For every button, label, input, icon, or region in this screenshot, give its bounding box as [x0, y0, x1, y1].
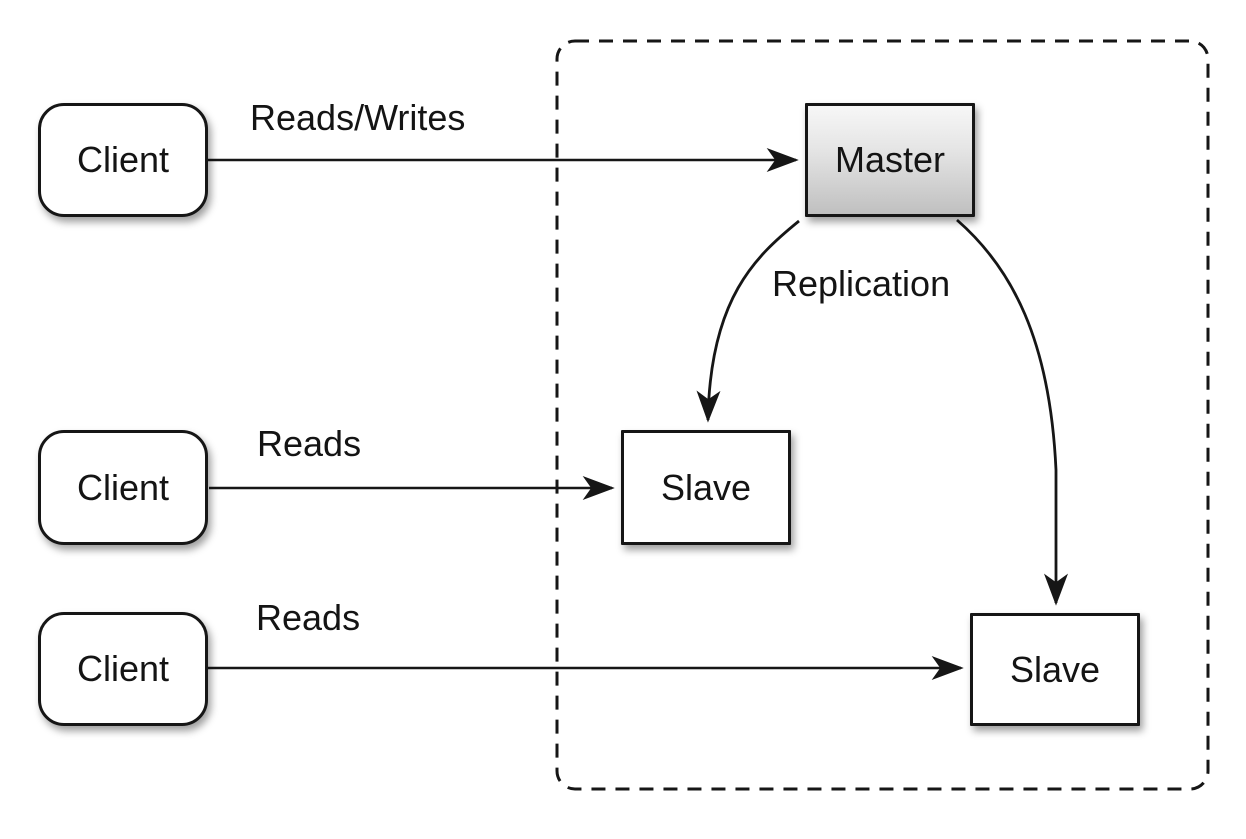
edge-replication-left-arrow	[696, 219, 800, 423]
node-client-bottom: Client	[38, 612, 208, 726]
node-master: Master	[805, 103, 975, 217]
edge-label-reads-bottom: Reads	[256, 597, 361, 638]
edge-label-reads-writes: Reads/Writes	[250, 97, 466, 138]
node-client-top: Client	[38, 103, 208, 217]
edge-label-reads-middle: Reads	[257, 423, 362, 464]
node-slave-left-label: Slave	[660, 466, 752, 508]
node-master-label: Master	[834, 139, 946, 180]
node-slave-right: Slave	[970, 613, 1140, 726]
node-client-top-label: Client	[76, 139, 170, 180]
node-client-middle-label: Client	[76, 466, 170, 508]
cluster-dashed-boundary	[555, 39, 1210, 791]
edge-label-replication: Replication	[772, 263, 951, 304]
node-client-middle: Client	[38, 430, 208, 545]
node-slave-left: Slave	[621, 430, 791, 545]
node-client-bottom-label: Client	[76, 648, 170, 689]
node-slave-right-label: Slave	[1009, 648, 1101, 690]
edge-replication-right-arrow	[956, 218, 1068, 606]
